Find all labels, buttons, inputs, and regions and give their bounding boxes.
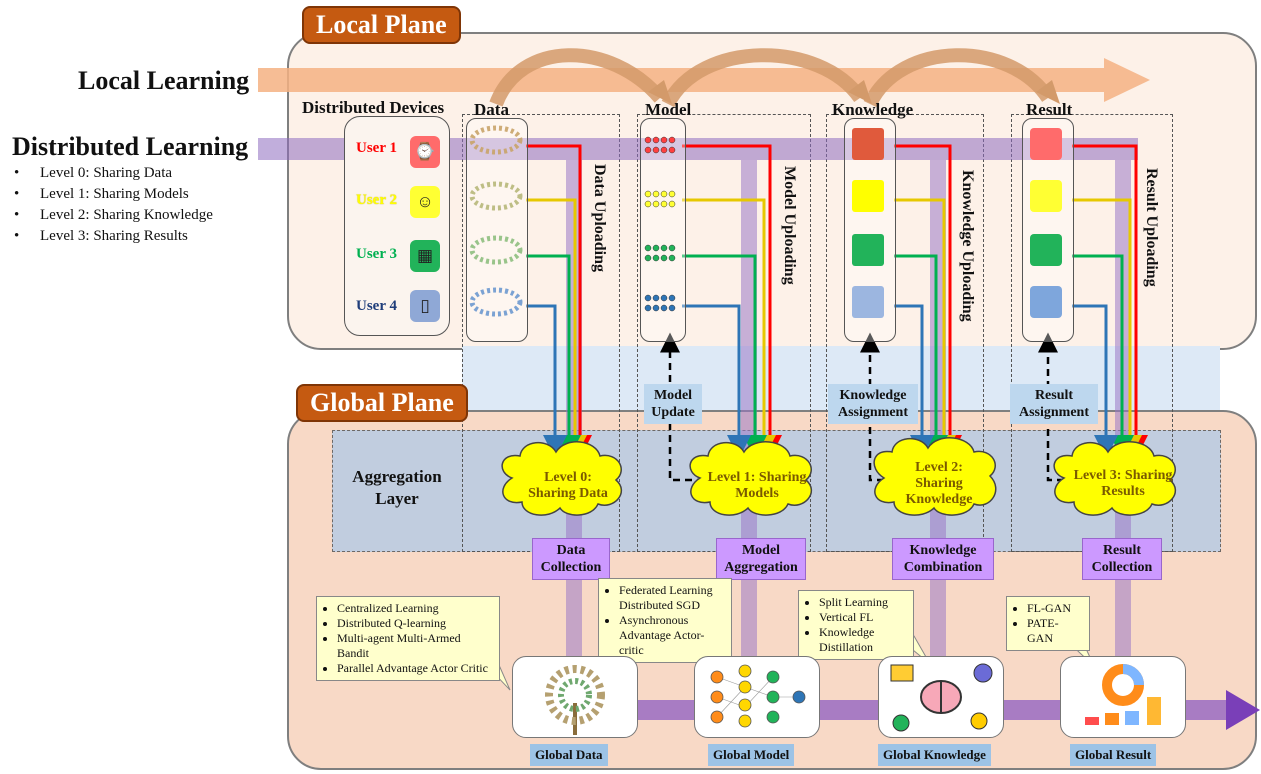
lightbulb-book-icon (852, 180, 884, 212)
global-model-card (694, 656, 820, 738)
result-collection-label: Result Collection (1082, 538, 1162, 580)
note-item: Split Learning (819, 595, 907, 610)
global-result-label: Global Result (1070, 744, 1157, 766)
cloud-level3-text: Level 3: Sharing Results (1073, 468, 1173, 499)
cloud-level2 (873, 437, 997, 516)
local-plane-title: Local Plane (302, 6, 461, 44)
note-item: FL-GAN (1027, 601, 1083, 616)
brain-icon (852, 128, 884, 160)
note-item: Distributed Q-learning (337, 616, 493, 631)
global-data-card (512, 656, 638, 738)
brain-icon (890, 663, 993, 732)
user-3-label: User 3 (356, 246, 397, 262)
devices-title: Distributed Devices (302, 98, 445, 117)
report-icon (1030, 234, 1062, 266)
note-item: Knowledge Distillation (819, 625, 907, 655)
knowledge-assignment-label: Knowledge Assignment (828, 384, 918, 424)
model-uploading-label: Model Uploading (781, 166, 798, 285)
data-tree-icon (545, 665, 605, 735)
cloud-level0 (501, 441, 623, 516)
note-item: Parallel Advantage Actor Critic (337, 661, 493, 676)
cloud-level1-text: Level 1: Sharing Models (707, 470, 807, 501)
tablet-icon: ▦ (410, 240, 440, 272)
global-result-card (1060, 656, 1186, 738)
stage-header-knowledge: Knowledge (832, 100, 914, 119)
note-model-methods: Federated Learning Distributed SGD Async… (598, 578, 732, 663)
distributed-learning-label: Distributed Learning (12, 132, 249, 161)
stage-header-data: Data (474, 100, 509, 119)
data-collection-label: Data Collection (532, 538, 610, 580)
note-item: Vertical FL (819, 610, 907, 625)
data-local-box (466, 118, 528, 342)
dashboard-icon (1030, 180, 1062, 212)
local-learning-label: Local Learning (78, 66, 250, 95)
level-item: Level 2: Sharing Knowledge (14, 205, 213, 226)
global-output-arrow (1226, 690, 1260, 730)
data-tree-icon (469, 125, 523, 317)
model-update-label: Model Update (644, 384, 702, 424)
curve-knowledge-result (863, 48, 1054, 108)
smartwatch-icon: ⌚ (410, 136, 440, 168)
aggregation-layer-label: Aggregation Layer (352, 467, 442, 508)
knowledge-uploading-label: Knowledge Uploading (959, 170, 976, 322)
user-2-label: User 2 (356, 192, 397, 208)
note-item: Asynchronous Advantage Actor-critic (619, 613, 725, 658)
global-plane-title: Global Plane (296, 384, 468, 422)
curve-data-model (489, 48, 666, 107)
bar-chart-icon (1030, 128, 1062, 160)
user-4-label: User 4 (356, 298, 397, 314)
level-item: Level 0: Sharing Data (14, 163, 213, 184)
model-local-box (640, 118, 686, 342)
head-gears-icon (852, 234, 884, 266)
user-1-label: User 1 (356, 140, 397, 156)
cloud-level1 (689, 441, 813, 516)
cloud-level0-text: Level 0: Sharing Data (528, 470, 608, 501)
reading-icon (852, 286, 884, 318)
note-knowledge-methods: Split Learning Vertical FL Knowledge Dis… (798, 590, 914, 660)
level-item: Level 1: Sharing Models (14, 184, 213, 205)
local-learning-arrow (258, 58, 1150, 102)
global-knowledge-label: Global Knowledge (878, 744, 991, 766)
data-uploading-label: Data Uploading (591, 164, 608, 273)
stage-header-result: Result (1026, 100, 1073, 119)
note-result-methods: FL-GAN PATE-GAN (1006, 596, 1090, 651)
knowledge-combination-label: Knowledge Combination (892, 538, 994, 580)
phone-icon: ▯ (410, 290, 440, 322)
curve-model-knowledge (661, 48, 866, 108)
stage-header-model: Model (645, 100, 692, 119)
result-uploading-label: Result Uploading (1143, 168, 1160, 287)
document-chart-icon (1030, 286, 1062, 318)
neural-net-icon (710, 664, 806, 728)
robot-icon: ☺ (410, 186, 440, 218)
note-item: Centralized Learning (337, 601, 493, 616)
model-aggregation-label: Model Aggregation (716, 538, 806, 580)
global-data-label: Global Data (530, 744, 608, 766)
cloud-level2-text: Level 2: Sharing Knowledge (905, 460, 973, 507)
global-knowledge-card (878, 656, 1004, 738)
note-item: Multi-agent Multi-Armed Bandit (337, 631, 493, 661)
level-list: Level 0: Sharing Data Level 1: Sharing M… (12, 163, 213, 247)
neural-net-icon (644, 136, 676, 312)
cloud-level3 (1053, 441, 1177, 516)
note-item: Federated Learning Distributed SGD (619, 583, 725, 613)
global-model-label: Global Model (708, 744, 795, 766)
result-assignment-label: Result Assignment (1010, 384, 1098, 424)
pie-bar-chart-icon (1085, 664, 1161, 725)
note-data-methods: Centralized Learning Distributed Q-learn… (316, 596, 500, 681)
level-item: Level 3: Sharing Results (14, 226, 213, 247)
note-item: PATE-GAN (1027, 616, 1083, 646)
